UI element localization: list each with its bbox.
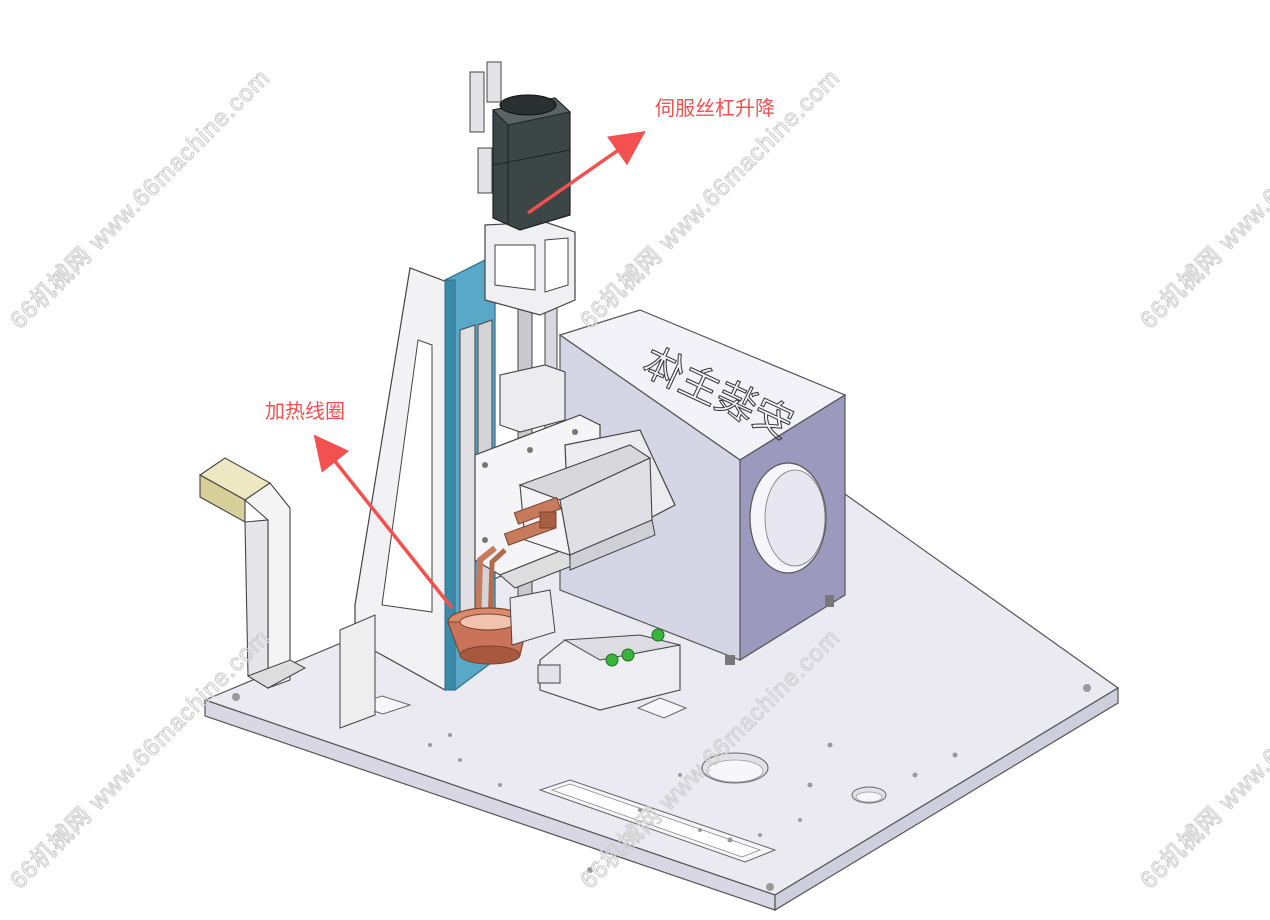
heating-coil-arrow (313, 434, 454, 610)
sensor-bracket (198, 457, 307, 689)
pneumatic-cylinder (537, 628, 681, 711)
vertical-mount-panel (444, 254, 496, 692)
watermark: 66机械网 www.66machine.com (1135, 624, 1270, 894)
gusset-frame (339, 267, 456, 729)
watermark: 66机械网 www.66machine.com (1135, 64, 1270, 334)
heater-transformer (475, 429, 676, 629)
servo-motor (469, 61, 572, 231)
servo-lift-label: 伺服丝杠升降 (655, 96, 775, 120)
heating-coil-label: 加热线圈 (265, 399, 345, 423)
watermark: 66机械网 www.66machine.com (5, 624, 275, 894)
watermark: 66机械网 www.66machine.com (5, 64, 275, 334)
servo-lift-arrow (526, 130, 646, 215)
heating-coil (447, 589, 556, 665)
side-housing-block: 安装主体 (558, 309, 847, 665)
